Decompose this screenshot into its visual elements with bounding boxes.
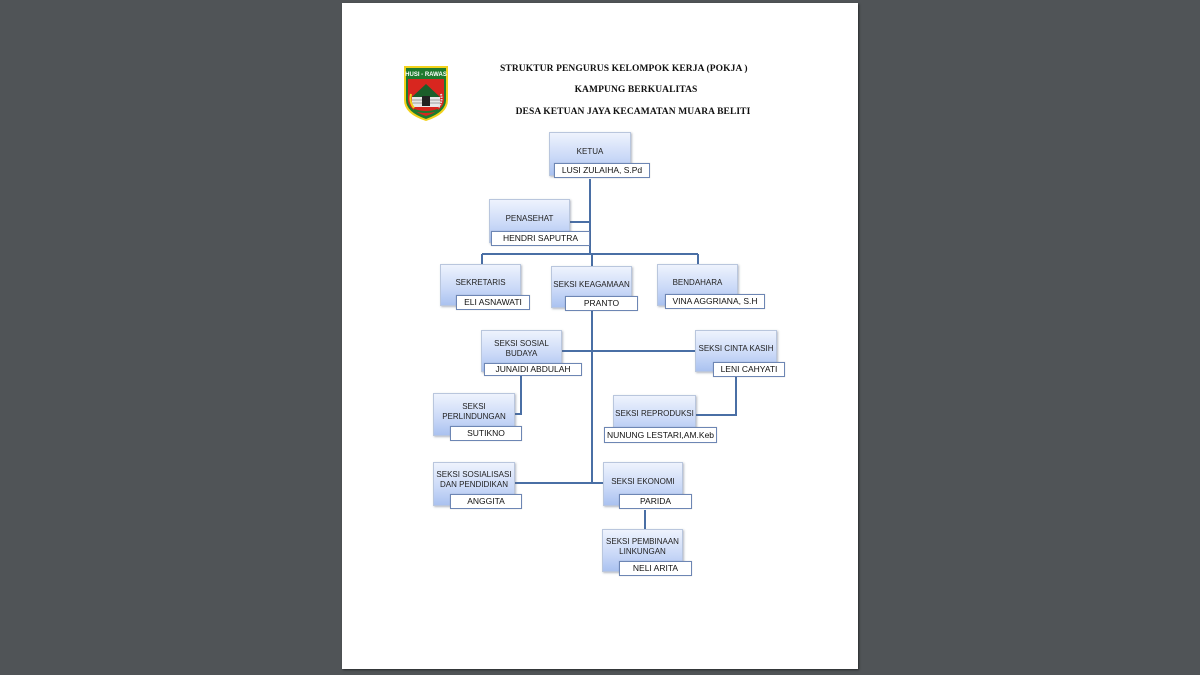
sosialisasi-name: ANGGITA — [450, 494, 522, 509]
sosial-budaya-name: JUNAIDI ABDULAH — [484, 363, 582, 376]
perlindungan-role-line2: PERLINDUNGAN — [442, 412, 506, 421]
sosial-budaya-role-line2: BUDAYA — [505, 349, 538, 358]
bendahara-name: VINA AGGRIANA, S.H — [665, 294, 765, 309]
title-line-2: KAMPUNG BERKUALITAS — [574, 85, 698, 95]
keagamaan-name: PRANTO — [565, 296, 638, 311]
pembinaan-role-line1: SEKSI PEMBINAAN — [606, 537, 679, 546]
svg-text:HUSI - RAWAS: HUSI - RAWAS — [405, 72, 447, 78]
title-line-3: DESA KETUAN JAYA KECAMATAN MUARA BELITI — [515, 107, 751, 117]
reproduksi-role: SEKSI REPRODUKSI — [615, 409, 694, 418]
perlindungan-name: SUTIKNO — [450, 426, 522, 441]
pembinaan-role-line2: LINKUNGAN — [619, 547, 666, 556]
penasehat-role: PENASEHAT — [505, 214, 554, 223]
cinta-kasih-name: LENI CAHYATI — [713, 362, 785, 377]
reproduksi-name: NUNUNG LESTARI,AM.Keb — [604, 427, 717, 443]
keagamaan-role: SEKSI KEAGAMAAN — [553, 280, 630, 289]
ketua-role: KETUA — [576, 147, 604, 156]
sekretaris-role: SEKRETARIS — [455, 278, 506, 287]
connector-cinta-reproduksi — [696, 376, 737, 416]
org-chart-connectors — [481, 179, 737, 530]
sosialisasi-role-line1: SEKSI SOSIALISASI — [436, 470, 512, 479]
ekonomi-role: SEKSI EKONOMI — [611, 477, 675, 486]
perlindungan-role-line1: SEKSI — [462, 402, 486, 411]
connector-sosial-perlindungan — [515, 376, 522, 415]
sosialisasi-role-line2: DAN PENDIDIKAN — [439, 480, 508, 489]
ketua-name: LUSI ZULAIHA, S.Pd — [554, 163, 650, 178]
pembinaan-name: NELI ARITA — [619, 561, 692, 576]
bendahara-role: BENDAHARA — [672, 278, 723, 287]
title-line-1: STRUKTUR PENGURUS KELOMPOK KERJA (POKJA … — [500, 64, 748, 74]
cinta-kasih-role: SEKSI CINTA KASIH — [698, 344, 774, 353]
sosial-budaya-role-line1: SEKSI SOSIAL — [494, 339, 549, 348]
ekonomi-name: PARIDA — [619, 494, 692, 509]
document-page: HUSI - RAWAS STRUKTUR PENGURUS KELOMPOK … — [342, 3, 858, 669]
sekretaris-name: ELI ASNAWATI — [456, 295, 530, 310]
husi-rawas-emblem: HUSI - RAWAS — [404, 66, 448, 121]
penasehat-name: HENDRI SAPUTRA — [491, 231, 590, 246]
